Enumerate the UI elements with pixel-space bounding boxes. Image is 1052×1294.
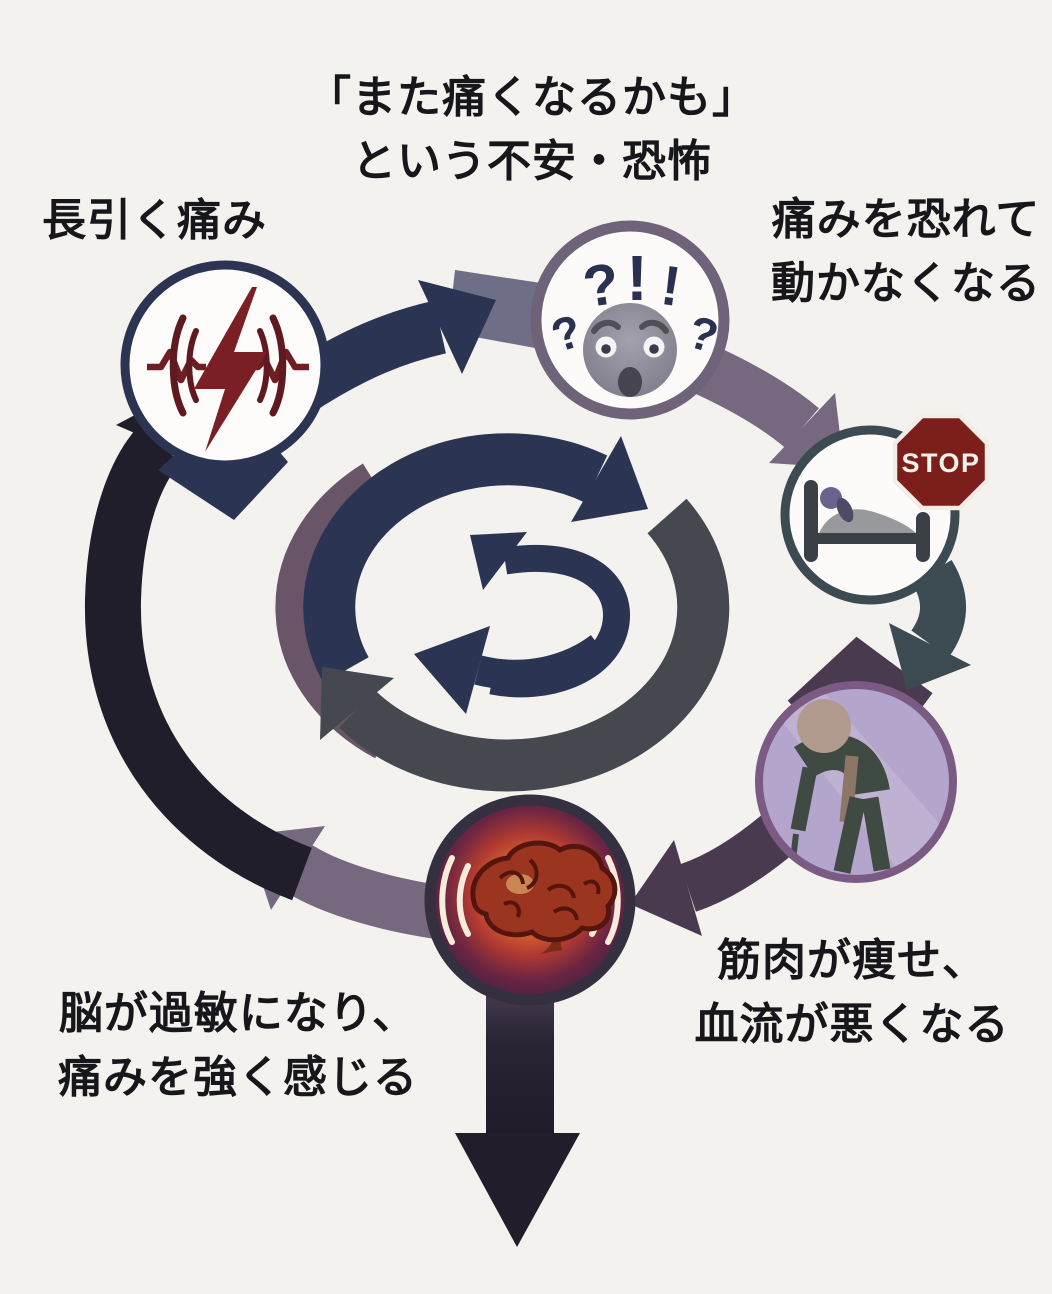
exclamation-mark: ! <box>626 242 647 314</box>
label-muscle-atrophy: 筋肉が痩せ、 血流が悪くなる <box>676 929 1028 1057</box>
arrow-frailty-to-brain <box>630 814 795 936</box>
label-muscle-atrophy-line1: 筋肉が痩せ、 <box>717 936 987 985</box>
label-anxiety-line2: という不安・恐怖 <box>352 136 712 186</box>
label-prolonged-pain-line1: 長引く痛み <box>42 196 267 245</box>
label-anxiety-line1: 「また痛くなるかも」 <box>307 73 757 122</box>
label-prolonged-pain: 長引く痛み <box>42 189 267 253</box>
stop-sign: STOP <box>892 413 990 511</box>
label-fear-avoidance-line1: 痛みを恐れて <box>771 195 1041 244</box>
label-brain-sensitization: 脳が過敏になり、 痛みを強く感じる <box>40 982 436 1110</box>
worried-face-icon: ? ? ! ! ? <box>530 220 730 420</box>
elderly-cane-icon <box>755 681 957 883</box>
label-brain-sensitization-line2: 痛みを強く感じる <box>58 1052 418 1102</box>
label-fear-avoidance-line2: 動かなくなる <box>771 258 1041 308</box>
glowing-brain-icon <box>424 794 636 1006</box>
label-brain-sensitization-line1: 脳が過敏になり、 <box>58 989 418 1038</box>
label-fear-avoidance: 痛みを恐れて 動かなくなる <box>760 188 1052 316</box>
lightning-pain-icon <box>120 260 330 470</box>
stop-sign-text: STOP <box>901 448 980 478</box>
cycle-arrows-icon <box>275 433 730 792</box>
label-muscle-atrophy-line2: 血流が悪くなる <box>694 999 1010 1049</box>
label-anxiety: 「また痛くなるかも」 という不安・恐怖 <box>152 66 912 194</box>
